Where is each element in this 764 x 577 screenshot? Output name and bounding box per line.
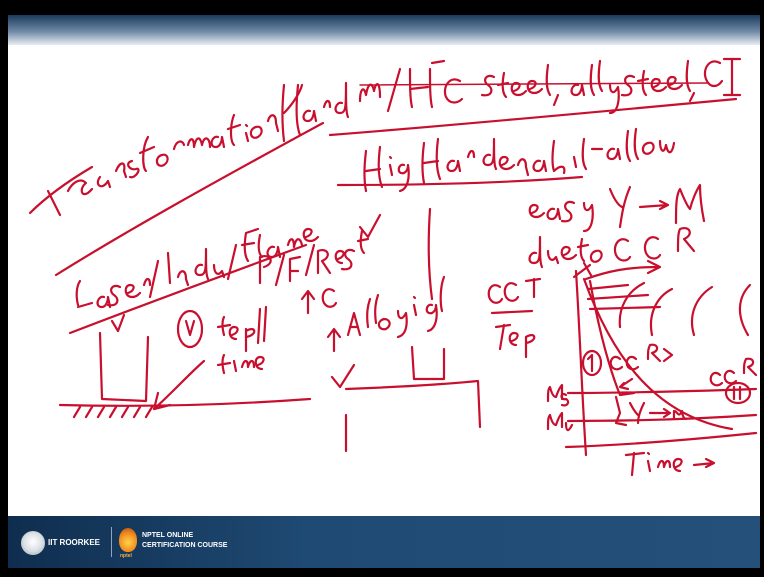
right-component-sketch (344, 345, 482, 453)
temp-time-text (216, 305, 268, 375)
left-component-sketch (58, 331, 312, 419)
cct-temp-label (487, 277, 542, 359)
course-label-line1: NPTEL ONLINE (142, 532, 194, 539)
slide-top-band (8, 15, 760, 45)
divider-line-2 (336, 175, 584, 187)
divider-line-1 (328, 97, 738, 137)
nptel-logo-label: nptel (120, 553, 132, 559)
cct-diagram (546, 259, 758, 477)
due-to-ccr (528, 227, 696, 269)
easy-gamma-to-m (528, 183, 706, 233)
process-underline (68, 243, 308, 335)
up-arrow-c (300, 289, 316, 315)
heading-underline (54, 121, 325, 277)
pfres-text (258, 213, 382, 287)
alloying-text (326, 207, 446, 389)
check-mark-1 (110, 313, 126, 333)
heading-transformation-hardening (28, 81, 350, 217)
iit-roorkee-logo-icon (21, 531, 45, 555)
whiteboard-slide (8, 15, 760, 516)
course-label-line2: CERTIFICATION COURSE (142, 542, 228, 549)
check-mark-2 (330, 363, 356, 389)
circled-v (176, 309, 204, 349)
hardenability-text (363, 127, 676, 193)
handwritten-ink (28, 57, 758, 477)
institute-label: IIT ROORKEE (48, 538, 101, 547)
course-footer-bar: IIT ROORKEE nptel NPTEL ONLINE CERTIFICA… (8, 516, 760, 568)
c-letter (321, 288, 338, 308)
nptel-logo-icon (119, 528, 137, 552)
vertical-stroke (427, 207, 434, 301)
footer-divider (111, 527, 112, 557)
